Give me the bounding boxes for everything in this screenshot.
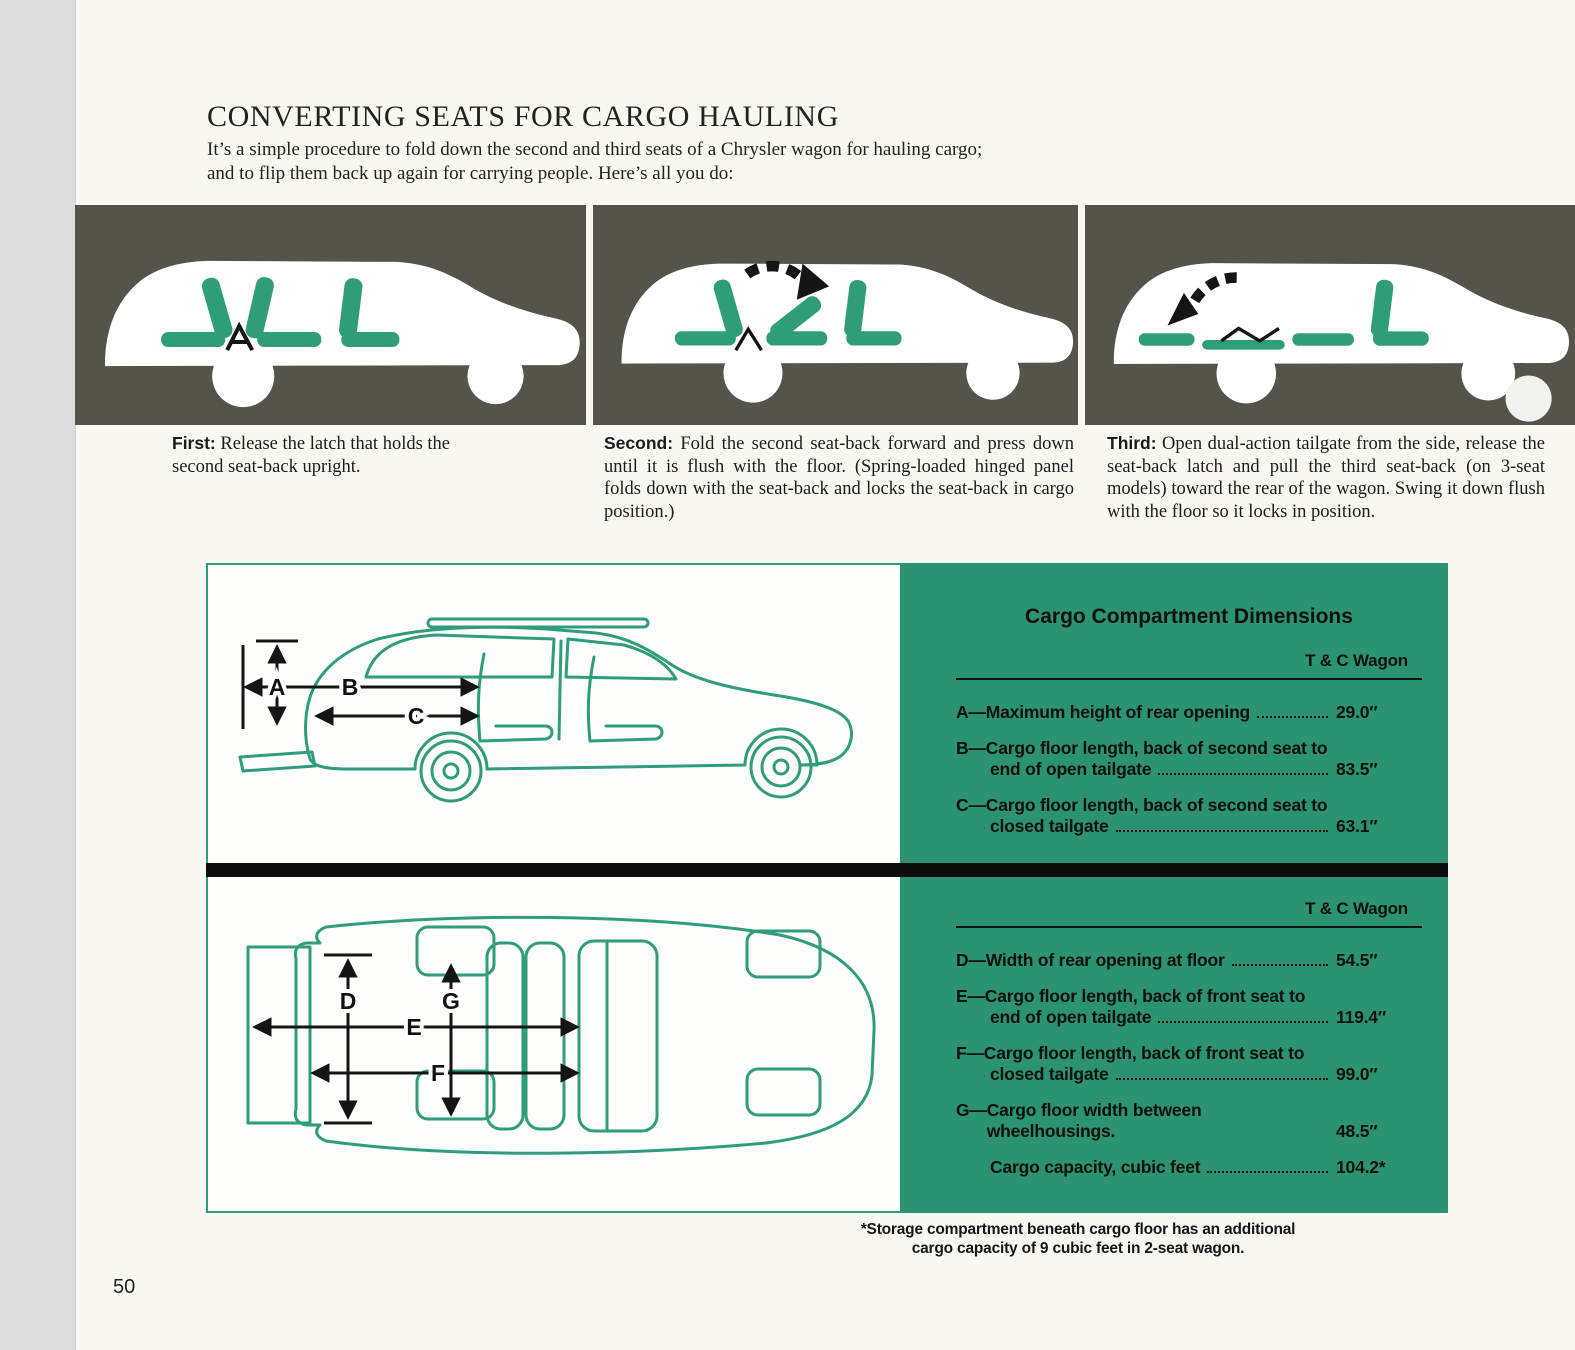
row-letter: E— [956,986,985,1006]
dim-row-b: B—Cargo floor length, back of second sea… [956,738,1422,780]
dotted-leader [1231,964,1328,966]
dotted-leader [1115,1078,1328,1080]
step-third-text: Open dual-action tailgate from the side,… [1107,434,1545,522]
row-text: Cargo floor length, back of second seat … [985,738,1328,758]
rule-bottom [956,926,1422,928]
dim-label-D: D [340,988,357,1014]
dim-row-a: A—Maximum height of rear opening 29.0″ [956,702,1422,723]
row-value: 63.1″ [1336,816,1378,836]
dim-row-c: C—Cargo floor length, back of second sea… [956,795,1422,837]
caption-step-second: Second: Fold the second seat-back forwar… [604,432,1074,523]
row-letter: D— [956,950,986,970]
wagon-silhouette-step2 [621,260,1073,403]
step-second-text: Fold the second seat-back forward and pr… [604,434,1074,522]
cargo-dimensions-panel: Cargo Compartment Dimensions T & C Wagon… [900,563,1448,1213]
page-title: CONVERTING SEATS FOR CARGO HAULING [207,100,839,133]
dotted-leader [1257,716,1328,718]
dim-row-capacity: Cargo capacity, cubic feet 104.2* [956,1157,1422,1178]
photo-step3 [1085,205,1575,425]
dim-row-e: E—Cargo floor length, back of front seat… [956,986,1422,1028]
dim-label-F: F [431,1060,445,1086]
row-letter: F— [956,1043,984,1063]
row-text: Cargo floor length, back of front seat t… [983,1043,1305,1063]
row-value: 29.0″ [1336,702,1378,722]
dimension-arrows-abc [241,639,480,729]
row-text-2: end of open tailgate [990,1007,1152,1027]
seat-latch-icon [225,321,254,351]
wagon-outline-side [238,617,853,803]
dim-label-G: G [442,988,460,1014]
page-number: 50 [113,1276,136,1298]
dimension-rows-top: A—Maximum height of rear opening 29.0″ B… [956,702,1422,837]
row-value: 48.5″ [1336,1121,1378,1141]
step-first-label: First: [172,433,216,453]
dim-label-C: C [408,703,425,729]
row-text: Maximum height of rear opening [985,702,1251,722]
column-header-bottom: T & C Wagon [1305,899,1408,918]
dim-label-A: A [269,674,286,700]
photo-strip [75,205,1575,425]
fold-forward-arrow-icon [743,260,829,300]
row-text-2: closed tailgate [990,816,1109,836]
dimension-arrows-defg [252,953,580,1125]
row-text: Width of rear opening at floor [985,950,1225,970]
rule-top [956,678,1422,680]
black-divider-bar [206,863,1448,877]
floor-latch-icon [1220,326,1281,343]
row-letter: C— [956,795,986,815]
dim-row-d: D—Width of rear opening at floor 54.5″ [956,950,1422,971]
column-header-top: T & C Wagon [1305,651,1408,670]
wagon-side-view-diagram: A B C [238,617,853,803]
seats-folding [674,279,902,346]
seats-folded-flat [1139,279,1430,350]
step-second-label: Second: [604,433,674,453]
wagon-outline-top [246,915,876,1155]
dotted-leader [1207,1171,1328,1173]
row-value: 54.5″ [1336,950,1378,970]
row-text: Cargo capacity, cubic feet [990,1157,1201,1177]
wagon-silhouette-step1 [105,260,580,408]
dim-label-B: B [342,674,359,700]
row-value: 83.5″ [1336,759,1378,779]
footnote-line-2: cargo capacity of 9 cubic feet in 2-seat… [911,1240,1245,1257]
dimensions-diagram-box: A B C [206,563,1448,1213]
row-value: 104.2* [1336,1157,1386,1177]
row-value: 119.4″ [1336,1007,1387,1027]
row-text: Cargo floor length, back of second seat … [985,795,1328,815]
footnote-line-1: *Storage compartment beneath cargo floor… [860,1221,1296,1238]
dimension-rows-bottom: D—Width of rear opening at floor 54.5″ E… [956,950,1422,1178]
seat-latch-icon [734,326,763,352]
fold-down-arrow-icon [1167,272,1238,326]
scan-gutter [0,0,76,1350]
intro-line-1: It’s a simple procedure to fold down the… [207,139,983,160]
row-letter: A— [956,702,986,722]
caption-step-third: Third: Open dual-action tailgate from th… [1107,432,1545,523]
wagon-top-view-diagram: D G E F [246,915,876,1155]
dim-row-f: F—Cargo floor length, back of front seat… [956,1043,1422,1085]
photo-step1 [75,205,586,425]
intro-text: It’s a simple procedure to fold down the… [207,138,1127,186]
dotted-leader [1158,773,1328,775]
seats-upright [161,277,400,348]
panel-title: Cargo Compartment Dimensions [1025,605,1353,628]
row-letter: G— [956,1100,987,1120]
photo-step2 [592,205,1079,425]
intro-line-2: and to flip them back up again for carry… [207,163,734,184]
row-value: 99.0″ [1336,1064,1378,1084]
row-text-2: closed tailgate [990,1064,1109,1084]
step-third-label: Third: [1107,433,1157,453]
dim-label-E: E [406,1014,421,1040]
row-text: Cargo floor width between wheelhousings. [986,1100,1202,1141]
dim-row-g: G—Cargo floor width between wheelhousing… [956,1100,1422,1142]
row-letter: B— [956,738,986,758]
row-text-2: end of open tailgate [990,759,1152,779]
row-text: Cargo floor length, back of front seat t… [984,986,1306,1006]
caption-step-first: First: Release the latch that holds the … [172,432,494,478]
footnote: *Storage compartment beneath cargo floor… [700,1220,1456,1258]
dotted-leader [1158,1021,1328,1023]
dotted-leader [1115,830,1328,832]
wagon-silhouette-step3 [1114,263,1570,422]
step-first-text: Release the latch that holds the second … [172,434,451,477]
